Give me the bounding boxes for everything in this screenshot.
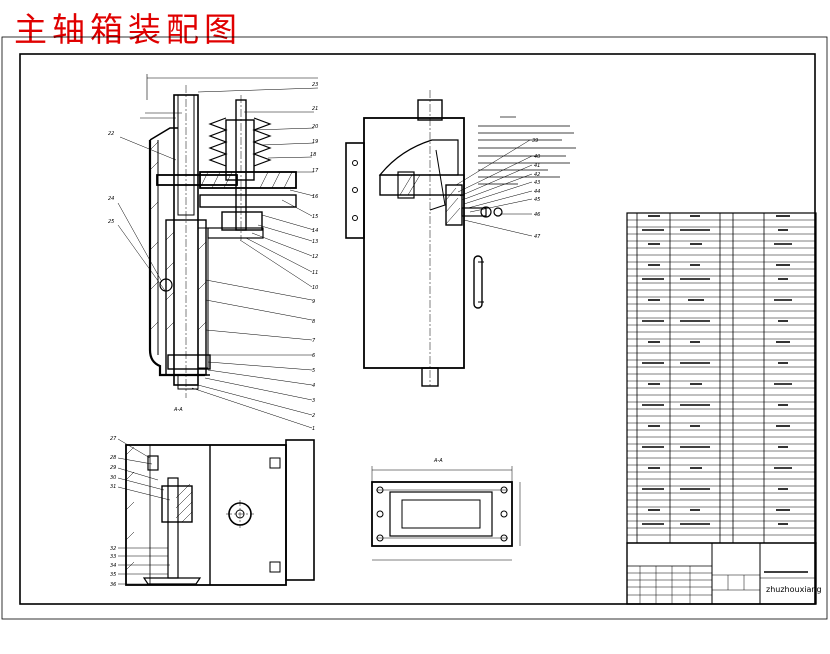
svg-text:10: 10: [312, 285, 318, 291]
svg-text:42: 42: [534, 172, 540, 178]
side-section-hatching: [125, 446, 193, 571]
svg-text:43: 43: [534, 180, 540, 186]
svg-text:16: 16: [312, 194, 318, 200]
svg-text:44: 44: [534, 189, 540, 195]
front-view-part-numbers: 39 40 41 42 43 44 45 46 47: [532, 138, 541, 240]
parts-list-rows: [627, 219, 816, 536]
section-label-aa-top: A-A: [174, 407, 183, 413]
section-view-aa: [145, 74, 318, 398]
svg-text:13: 13: [312, 239, 318, 245]
section-label-aa-bottom: A-A: [434, 458, 443, 464]
svg-text:14: 14: [312, 228, 318, 234]
svg-text:28: 28: [110, 455, 116, 461]
front-view-leader-lines: [455, 139, 533, 237]
svg-text:46: 46: [534, 212, 540, 218]
svg-text:45: 45: [534, 197, 540, 203]
title-block: [626, 542, 817, 605]
svg-text:9: 9: [312, 299, 315, 305]
svg-text:7: 7: [312, 338, 316, 344]
svg-text:15: 15: [312, 214, 318, 220]
svg-text:24: 24: [108, 196, 114, 202]
front-view: [345, 90, 503, 387]
svg-text:41: 41: [534, 163, 540, 169]
svg-text:30: 30: [110, 475, 116, 481]
svg-text:8: 8: [312, 319, 315, 325]
svg-text:33: 33: [110, 554, 116, 560]
svg-text:25: 25: [108, 219, 114, 225]
svg-text:1: 1: [312, 426, 315, 432]
side-section-view: [125, 439, 315, 586]
svg-text:12: 12: [312, 254, 318, 260]
svg-text:11: 11: [312, 270, 318, 276]
svg-text:35: 35: [110, 572, 116, 578]
svg-text:21: 21: [312, 106, 318, 112]
svg-text:17: 17: [312, 168, 319, 174]
section-aa-hatching: [149, 141, 293, 331]
svg-text:18: 18: [310, 152, 316, 158]
svg-text:5: 5: [312, 368, 315, 374]
inner-frame: [19, 53, 816, 605]
top-view: [371, 466, 521, 561]
svg-text:34: 34: [110, 563, 116, 569]
parts-list-cell-marks: [642, 215, 792, 525]
svg-text:19: 19: [312, 139, 318, 145]
svg-text:32: 32: [110, 546, 116, 552]
svg-text:22: 22: [108, 131, 114, 137]
side-section-part-numbers: 27 28 29 30 31 32 33 34 35 36: [110, 436, 117, 588]
svg-text:3: 3: [312, 398, 315, 404]
parts-list-table: [626, 212, 817, 544]
svg-text:29: 29: [110, 465, 116, 471]
outer-border: [1, 36, 828, 620]
technical-requirements: [478, 116, 576, 185]
svg-text:27: 27: [110, 436, 117, 442]
drawing-title: 主轴箱装配图: [14, 10, 242, 49]
title-block-drawing-name: zhuzhouxiang: [766, 585, 822, 594]
svg-text:47: 47: [534, 234, 541, 240]
svg-text:36: 36: [110, 582, 116, 588]
svg-text:2: 2: [312, 413, 315, 419]
svg-text:20: 20: [312, 124, 318, 130]
svg-text:40: 40: [534, 154, 540, 160]
svg-text:39: 39: [532, 138, 538, 144]
side-section-leader-lines: [117, 438, 171, 585]
svg-text:4: 4: [312, 383, 315, 389]
svg-text:6: 6: [312, 353, 315, 359]
front-view-hatching: [399, 174, 461, 225]
section-aa-leader-lines: [117, 87, 319, 429]
svg-text:23: 23: [312, 82, 318, 88]
svg-text:31: 31: [110, 484, 116, 490]
